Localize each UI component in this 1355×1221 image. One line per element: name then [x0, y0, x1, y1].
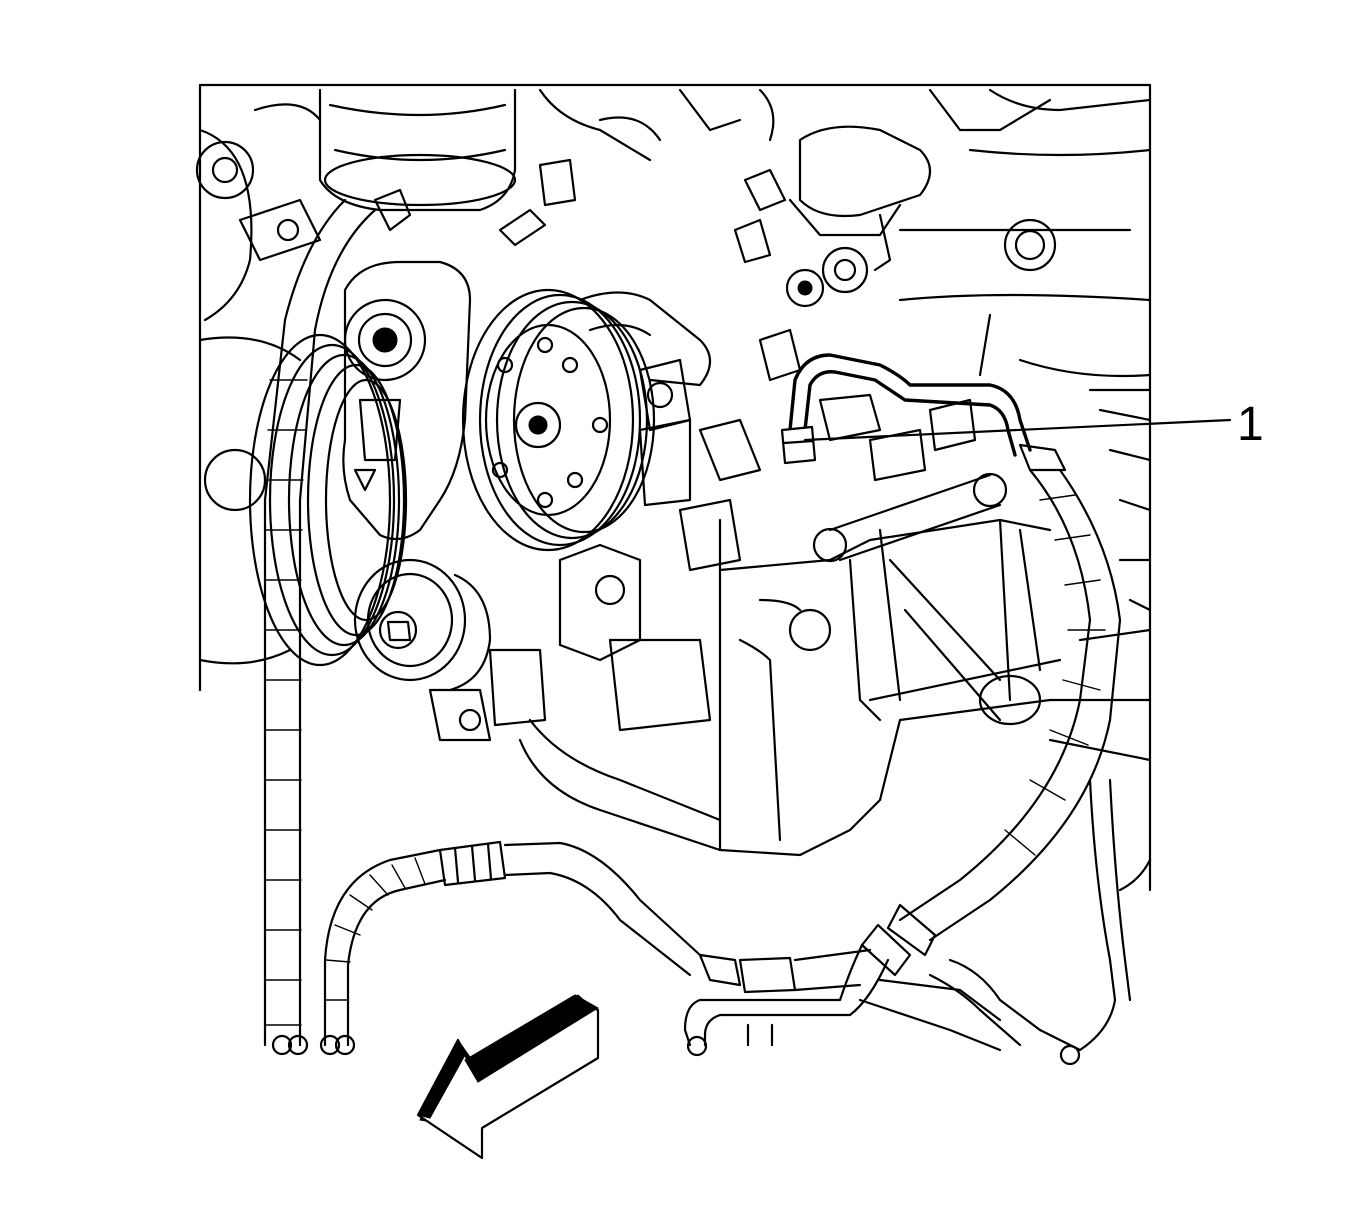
callout-1-label: 1 [1237, 398, 1264, 451]
engine-block [195, 83, 1152, 892]
callout-1: 1 [803, 398, 1264, 451]
power-steering-pulley [461, 288, 656, 552]
oil-pan [428, 328, 1152, 857]
power-steering-hose [683, 353, 1122, 1057]
idler-pulley [353, 558, 492, 692]
belt-tensioner [342, 260, 472, 541]
upper-components [373, 88, 1152, 507]
callout-1-leader-line [803, 418, 1232, 442]
wiring-harness-left [263, 198, 872, 1056]
crankshaft-pulley [198, 333, 408, 667]
right-hoses [858, 778, 1152, 1066]
front-direction-arrow-icon [416, 994, 600, 1160]
